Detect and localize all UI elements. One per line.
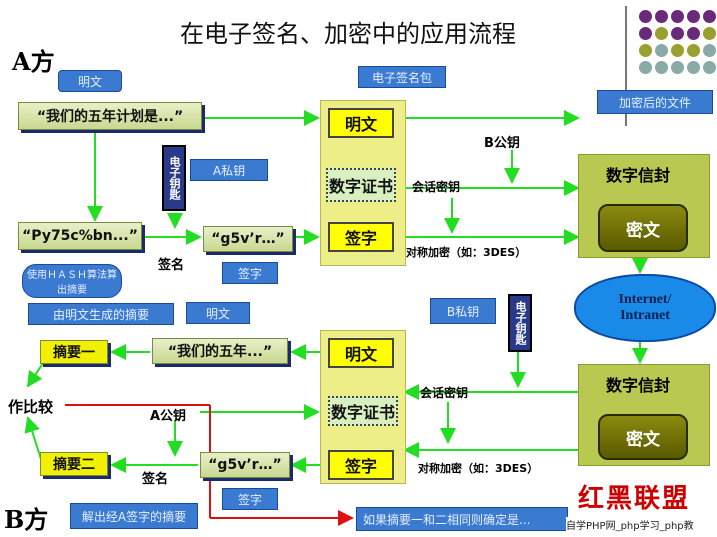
callout-compare-result: 如果摘要一和二相同则确定是...	[356, 507, 568, 531]
decorative-dot	[639, 44, 652, 57]
decorative-dot	[703, 10, 716, 23]
decorative-dot	[703, 61, 716, 74]
signed-digest-box-top: “g5v’r…”	[203, 226, 293, 252]
decorative-dot	[671, 10, 684, 23]
decorative-dot	[687, 61, 700, 74]
envelope-top-title: 数字信封	[606, 166, 671, 185]
callout-plaintext-bottom: 明文	[186, 302, 250, 324]
package-bottom-plaintext: 明文	[328, 338, 394, 368]
decorative-dot	[655, 27, 668, 40]
party-a-label: A方	[12, 47, 55, 76]
e-key-icon-bottom: 电子钥匙	[508, 294, 532, 352]
digest-two-box: 摘要二	[40, 452, 108, 476]
symmetric-encryption-label-bottom: 对称加密（如：3DES）	[418, 462, 539, 475]
decorative-dot	[671, 27, 684, 40]
decorative-dot	[687, 27, 700, 40]
decorative-dot	[639, 10, 652, 23]
decorative-dot	[671, 44, 684, 57]
package-top-signature: 签字	[328, 222, 394, 252]
package-bottom-certificate: 数字证书	[328, 396, 398, 426]
symmetric-encryption-label-top: 对称加密（如：3DES）	[406, 246, 527, 259]
plaintext-short-box: “我们的五年...”	[152, 338, 288, 364]
decorative-divider	[625, 6, 627, 126]
decorative-dot	[687, 44, 700, 57]
decorative-dots	[627, 6, 717, 80]
callout-digest-from-plaintext: 由明文生成的摘要	[28, 303, 174, 325]
callout-digest-decrypted: 解出经A签字的摘要	[70, 503, 198, 529]
package-bottom-signature: 签字	[328, 450, 394, 480]
callout-e-signature: 电子签名包	[358, 66, 446, 88]
digest-one-box: 摘要一	[40, 340, 108, 364]
callout-signature-top: 签字	[222, 262, 278, 284]
signed-digest-box-bottom: “g5v’r…”	[200, 452, 290, 478]
decorative-dot	[639, 27, 652, 40]
hash-digest-box: “Py75c%bn...”	[18, 222, 142, 250]
sign-label-bottom: 签名	[142, 472, 169, 487]
compare-label: 作比较	[8, 398, 54, 416]
page-title: 在电子签名、加密中的应用流程	[180, 20, 516, 48]
callout-a-private-key: A私钥	[190, 159, 268, 181]
callout-plaintext-top: 明文	[58, 70, 122, 92]
callout-hash-note: 使用ＨＡＳＨ算法算出摘要	[22, 264, 122, 298]
decorative-dot	[655, 10, 668, 23]
decorative-dot	[655, 61, 668, 74]
decorative-dot	[703, 27, 716, 40]
a-public-key-label: A公钥	[150, 409, 187, 424]
watermark-logo: 红黑联盟	[578, 484, 691, 514]
session-key-label-bottom: 会话密钥	[420, 386, 469, 400]
e-key-icon-top: 电子钥匙	[162, 145, 186, 211]
callout-encrypted-file: 加密后的文件	[597, 90, 713, 114]
internet-cloud: Internet/ Intranet	[574, 274, 716, 342]
decorative-dot	[655, 44, 668, 57]
session-key-label-top: 会话密钥	[412, 180, 461, 194]
decorative-dot	[687, 10, 700, 23]
b-public-key-label: B公钥	[484, 136, 520, 151]
package-top-certificate: 数字证书	[326, 168, 396, 202]
decorative-dot	[639, 61, 652, 74]
callout-signature-bottom: 签字	[222, 488, 278, 510]
decorative-dot	[703, 44, 716, 57]
decorative-dot	[671, 61, 684, 74]
plaintext-plan-box: “我们的五年计划是...”	[18, 102, 202, 130]
envelope-bottom-ciphertext: 密文	[598, 414, 688, 460]
callout-b-private-key: B私钥	[430, 298, 496, 324]
envelope-bottom-title: 数字信封	[606, 376, 671, 395]
package-top-plaintext: 明文	[328, 108, 394, 138]
sign-label-top: 签名	[158, 258, 185, 273]
party-b-label: B方	[4, 505, 49, 534]
internet-cloud-label: Internet/ Intranet	[618, 292, 672, 323]
envelope-top-ciphertext: 密文	[598, 204, 688, 252]
watermark-site: 自学PHP网_php学习_php教	[566, 517, 694, 532]
